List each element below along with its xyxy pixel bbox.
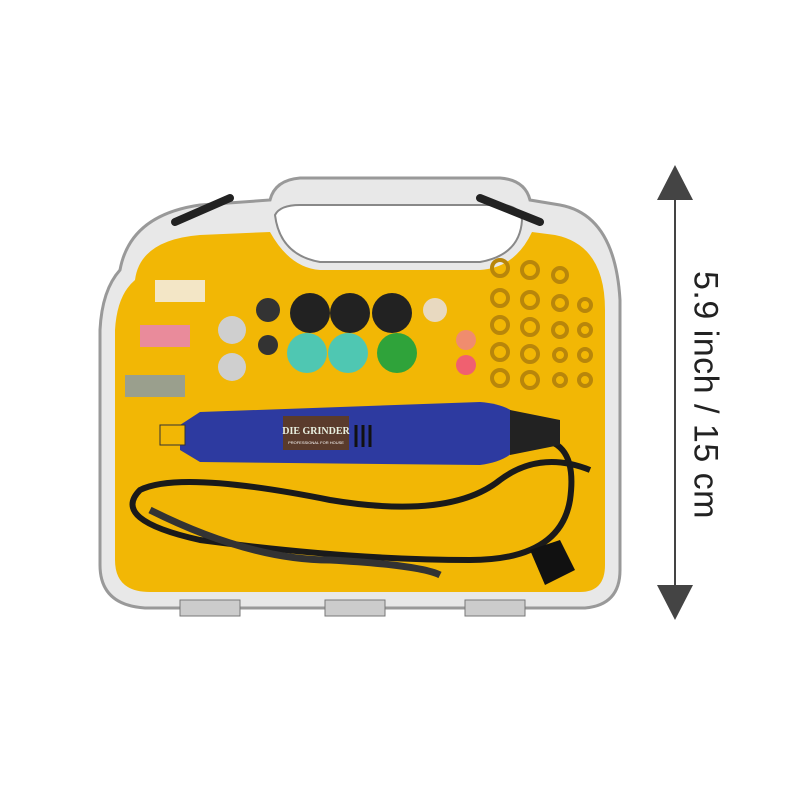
grinder-label-plate <box>283 416 349 450</box>
felt-wheel-black <box>330 293 370 333</box>
cutting-disc <box>456 355 476 375</box>
die-grinder-body <box>180 402 525 465</box>
corner-grip-left <box>171 194 234 226</box>
sanding-drums <box>490 258 593 390</box>
grinder-collet <box>159 424 186 446</box>
sanding-disc <box>423 298 447 322</box>
grinder-label-subtitle: PROFESSIONAL FOR HOUSE <box>288 440 344 445</box>
corner-grip-right <box>476 194 544 226</box>
polishing-wheel-teal <box>287 333 327 373</box>
handle-opening <box>273 204 524 263</box>
wire-brush <box>258 335 278 355</box>
polishing-wheel-teal <box>328 333 368 373</box>
power-cable <box>129 435 592 564</box>
vent-slots <box>354 425 372 447</box>
cutting-disc <box>456 330 476 350</box>
latch-left <box>179 599 241 617</box>
arrow-down-icon <box>657 585 693 620</box>
grinding-wheel <box>218 316 246 344</box>
felt-wheel-black <box>290 293 330 333</box>
sanding-bands <box>155 280 205 302</box>
sanding-bands-pink <box>140 325 190 347</box>
dimension-label: 5.9 inch / 15 cm <box>686 270 725 520</box>
arrow-up-icon <box>657 165 693 200</box>
flex-shaft <box>148 506 442 579</box>
power-plug <box>530 540 575 585</box>
sanding-bands-grey <box>125 375 185 397</box>
grinder-label-title: DIE GRINDER <box>282 426 350 437</box>
grinder-tail-grip <box>510 410 560 455</box>
latch-center <box>324 599 386 617</box>
polishing-wheel-green <box>377 333 417 373</box>
grinding-wheel <box>218 353 246 381</box>
felt-wheel-black <box>372 293 412 333</box>
latch-right <box>464 599 526 617</box>
wire-brush <box>256 298 280 322</box>
